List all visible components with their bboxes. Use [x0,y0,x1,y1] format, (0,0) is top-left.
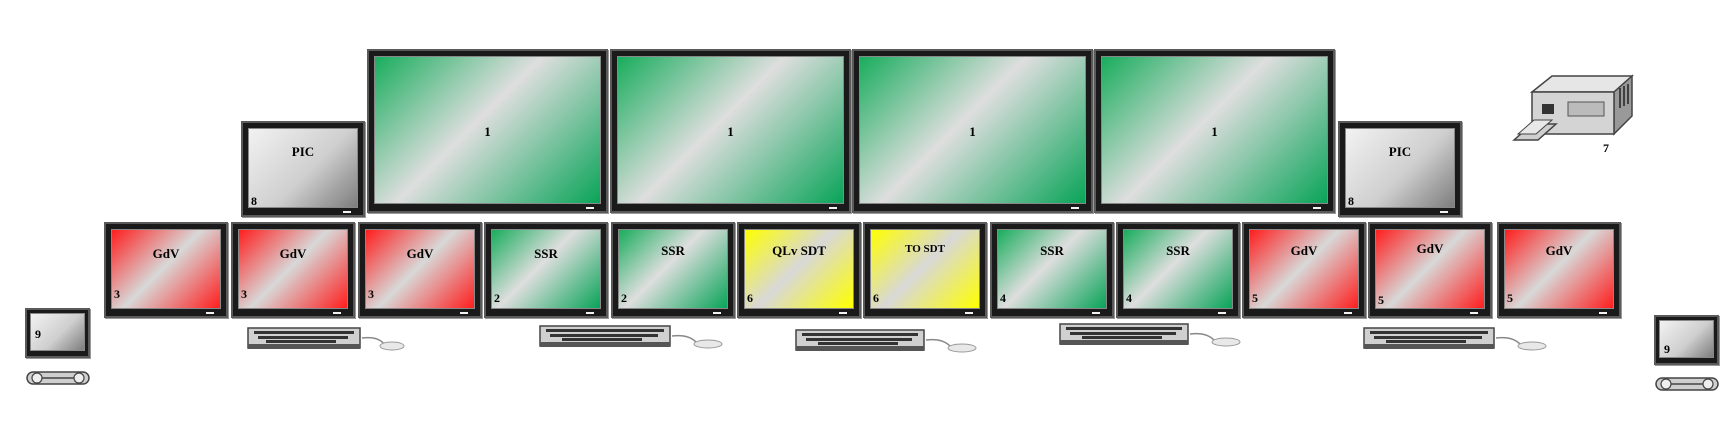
monitor-label: 1 [484,124,491,139]
monitor-number: 8 [1348,194,1354,208]
monitor-number: 8 [251,194,257,208]
link-icon [1655,377,1719,391]
monitor-label: GdV [152,246,180,261]
printer-number: 7 [1603,141,1609,155]
top-monitor-1: 1 [367,49,608,213]
monitor-number: 5 [1507,291,1513,305]
monitor-label: SSR [534,246,558,261]
monitor-label: GdV [1545,243,1573,258]
row-monitor-8: SSR 4 [990,222,1114,318]
keyboard-icon [795,329,977,353]
keyboard-icon [539,325,723,349]
row-monitor-1: GdV 3 [104,222,228,318]
top-monitor-2: 1 [610,49,851,213]
monitor-number: 3 [241,287,247,301]
row-monitor-5: SSR 2 [611,222,735,318]
monitor-label: TO SDT [905,243,945,255]
monitor-number: 3 [114,287,120,301]
row-monitor-9: SSR 4 [1116,222,1240,318]
pic-monitor-right: PIC 8 [1338,121,1462,217]
monitor-label: 1 [969,124,976,139]
monitor-label: PIC [291,144,315,159]
monitor-number: 2 [621,291,627,305]
row-monitor-4: SSR 2 [484,222,608,318]
monitor-label: PIC [1388,144,1412,159]
monitor-number: 4 [1126,291,1132,305]
row-monitor-3: GdV 3 [358,222,482,318]
keyboard-icon [1363,327,1547,351]
top-monitor-4: 1 [1094,49,1335,213]
monitor-number: 3 [368,287,374,301]
monitor-number: 6 [873,291,879,305]
monitor-number: 2 [494,291,500,305]
printer-icon [1512,74,1634,141]
monitor-number: 9 [1664,342,1670,356]
row-monitor-12: GdV 5 [1497,222,1621,318]
monitor-number: 9 [35,327,41,341]
small-monitor-left: 9 [25,308,90,358]
row-monitor-10: GdV 5 [1242,222,1366,318]
monitor-label: 1 [1211,124,1218,139]
monitor-label: SSR [1040,243,1064,258]
row-monitor-11: GdV 5 [1368,222,1492,318]
keyboard-icon [247,327,405,351]
monitor-number: 6 [747,291,753,305]
monitor-label: GdV [1416,241,1444,256]
row-monitor-6: QLv SDT 6 [737,222,861,318]
top-monitor-3: 1 [852,49,1093,213]
pic-monitor-left: PIC 8 [241,121,365,217]
monitor-label: GdV [1290,243,1318,258]
monitor-label: QLv SDT [772,243,826,258]
keyboard-icon [1059,323,1241,347]
monitor-label: SSR [1166,243,1190,258]
monitor-number: 4 [1000,291,1006,305]
row-monitor-7: TO SDT 6 [863,222,987,318]
monitor-number: 5 [1252,291,1258,305]
monitor-label: 1 [727,124,734,139]
monitor-label: SSR [661,243,685,258]
link-icon [26,371,90,385]
small-monitor-right: 9 [1654,315,1719,365]
monitor-number: 5 [1378,293,1384,307]
row-monitor-2: GdV 3 [231,222,355,318]
monitor-label: GdV [406,246,434,261]
monitor-label: GdV [279,246,307,261]
